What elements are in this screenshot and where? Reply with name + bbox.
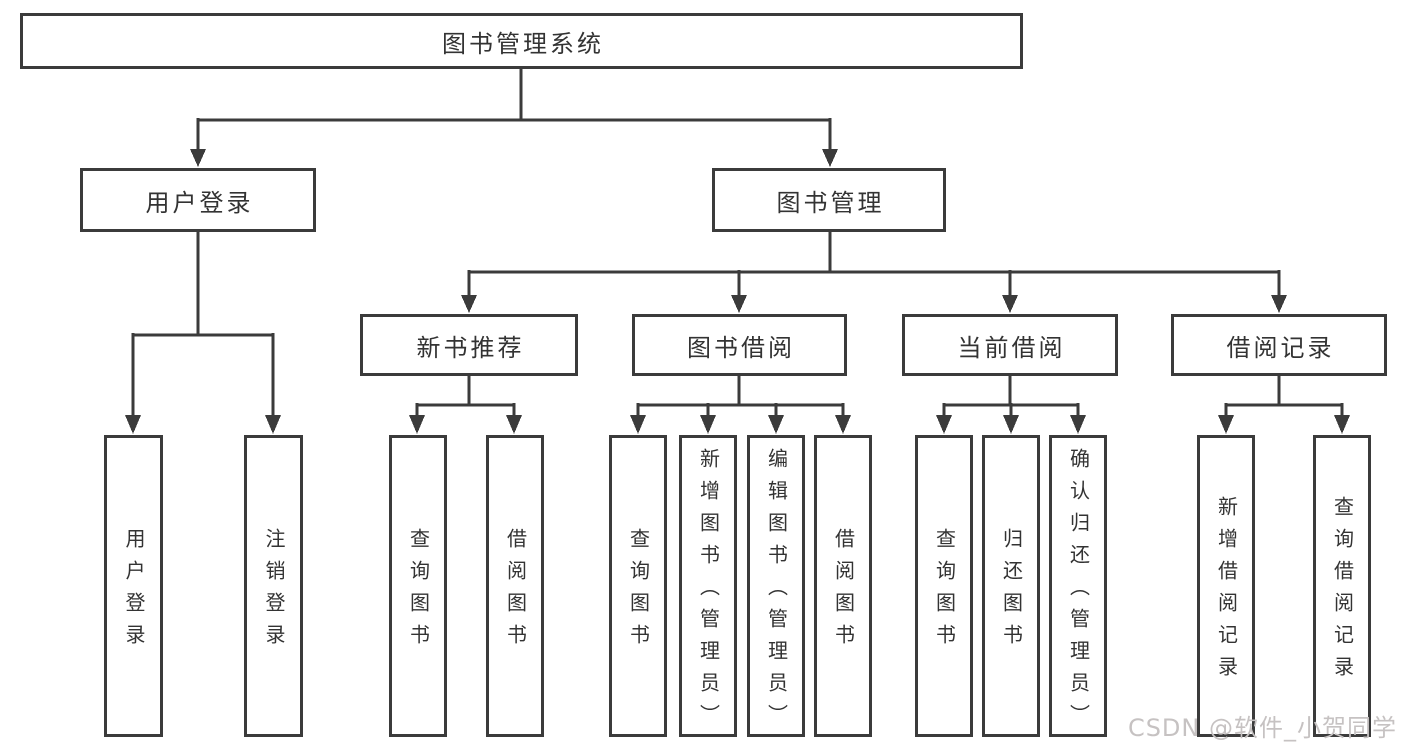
node-bb-borrow-books: 借阅图书	[814, 435, 872, 737]
node-bb-edit-books-admin: 编辑图书（管理员）	[747, 435, 805, 737]
node-book-management-label: 图书管理	[776, 188, 885, 217]
node-user-login-label: 用户登录	[145, 188, 254, 217]
node-borrow-records-label: 借阅记录	[1226, 333, 1335, 362]
node-current-borrowing-label: 当前借阅	[957, 333, 1066, 362]
node-nb-query-books: 查询图书	[389, 435, 447, 737]
node-bb-query-books-label: 查询图书	[626, 528, 651, 656]
node-current-borrowing: 当前借阅	[902, 314, 1118, 376]
node-root: 图书管理系统	[20, 13, 1023, 69]
node-cb-return-books-label: 归还图书	[999, 528, 1024, 656]
node-logout: 注销登录	[244, 435, 303, 737]
connector-book-borrowing-to-leaves	[630, 376, 851, 434]
node-cb-return-books: 归还图书	[982, 435, 1040, 737]
node-cb-query-books: 查询图书	[915, 435, 973, 737]
node-new-book-recommend-label: 新书推荐	[416, 333, 525, 362]
node-bb-borrow-books-label: 借阅图书	[831, 528, 856, 656]
node-nb-borrow-books-label: 借阅图书	[503, 528, 528, 656]
node-bb-query-books: 查询图书	[609, 435, 667, 737]
csdn-watermark: CSDN @软件_小贺同学	[1127, 714, 1397, 742]
node-user-login: 用户登录	[80, 168, 316, 232]
node-login: 用户登录	[104, 435, 163, 737]
node-cb-confirm-return-admin: 确认归还（管理员）	[1049, 435, 1107, 737]
connector-new-book-recommend-to-leaves	[409, 376, 522, 434]
node-bb-add-books-admin: 新增图书（管理员）	[679, 435, 737, 737]
node-nb-borrow-books: 借阅图书	[486, 435, 544, 737]
connector-book-management-to-level3	[461, 232, 1287, 313]
node-br-query-record-label: 查询借阅记录	[1330, 496, 1355, 688]
node-br-query-record: 查询借阅记录	[1313, 435, 1371, 737]
node-root-label: 图书管理系统	[442, 29, 604, 58]
node-book-borrowing: 图书借阅	[632, 314, 847, 376]
connector-current-borrowing-to-leaves	[936, 376, 1086, 434]
connector-borrow-records-to-leaves	[1218, 376, 1350, 434]
node-br-add-record-label: 新增借阅记录	[1214, 496, 1239, 688]
node-book-management: 图书管理	[712, 168, 946, 232]
node-login-label: 用户登录	[122, 528, 146, 656]
node-book-borrowing-label: 图书借阅	[687, 333, 795, 362]
node-new-book-recommend: 新书推荐	[360, 314, 578, 376]
node-cb-confirm-return-admin-label: 确认归还（管理员）	[1066, 448, 1091, 736]
node-bb-add-books-admin-label: 新增图书（管理员）	[696, 448, 721, 736]
node-nb-query-books-label: 查询图书	[406, 528, 431, 656]
connector-root-to-level2	[190, 69, 838, 167]
connector-user-login-to-leaves	[125, 232, 281, 434]
node-bb-edit-books-admin-label: 编辑图书（管理员）	[764, 448, 789, 736]
node-logout-label: 注销登录	[262, 528, 286, 656]
node-borrow-records: 借阅记录	[1171, 314, 1387, 376]
node-cb-query-books-label: 查询图书	[932, 528, 957, 656]
node-br-add-record: 新增借阅记录	[1197, 435, 1255, 737]
